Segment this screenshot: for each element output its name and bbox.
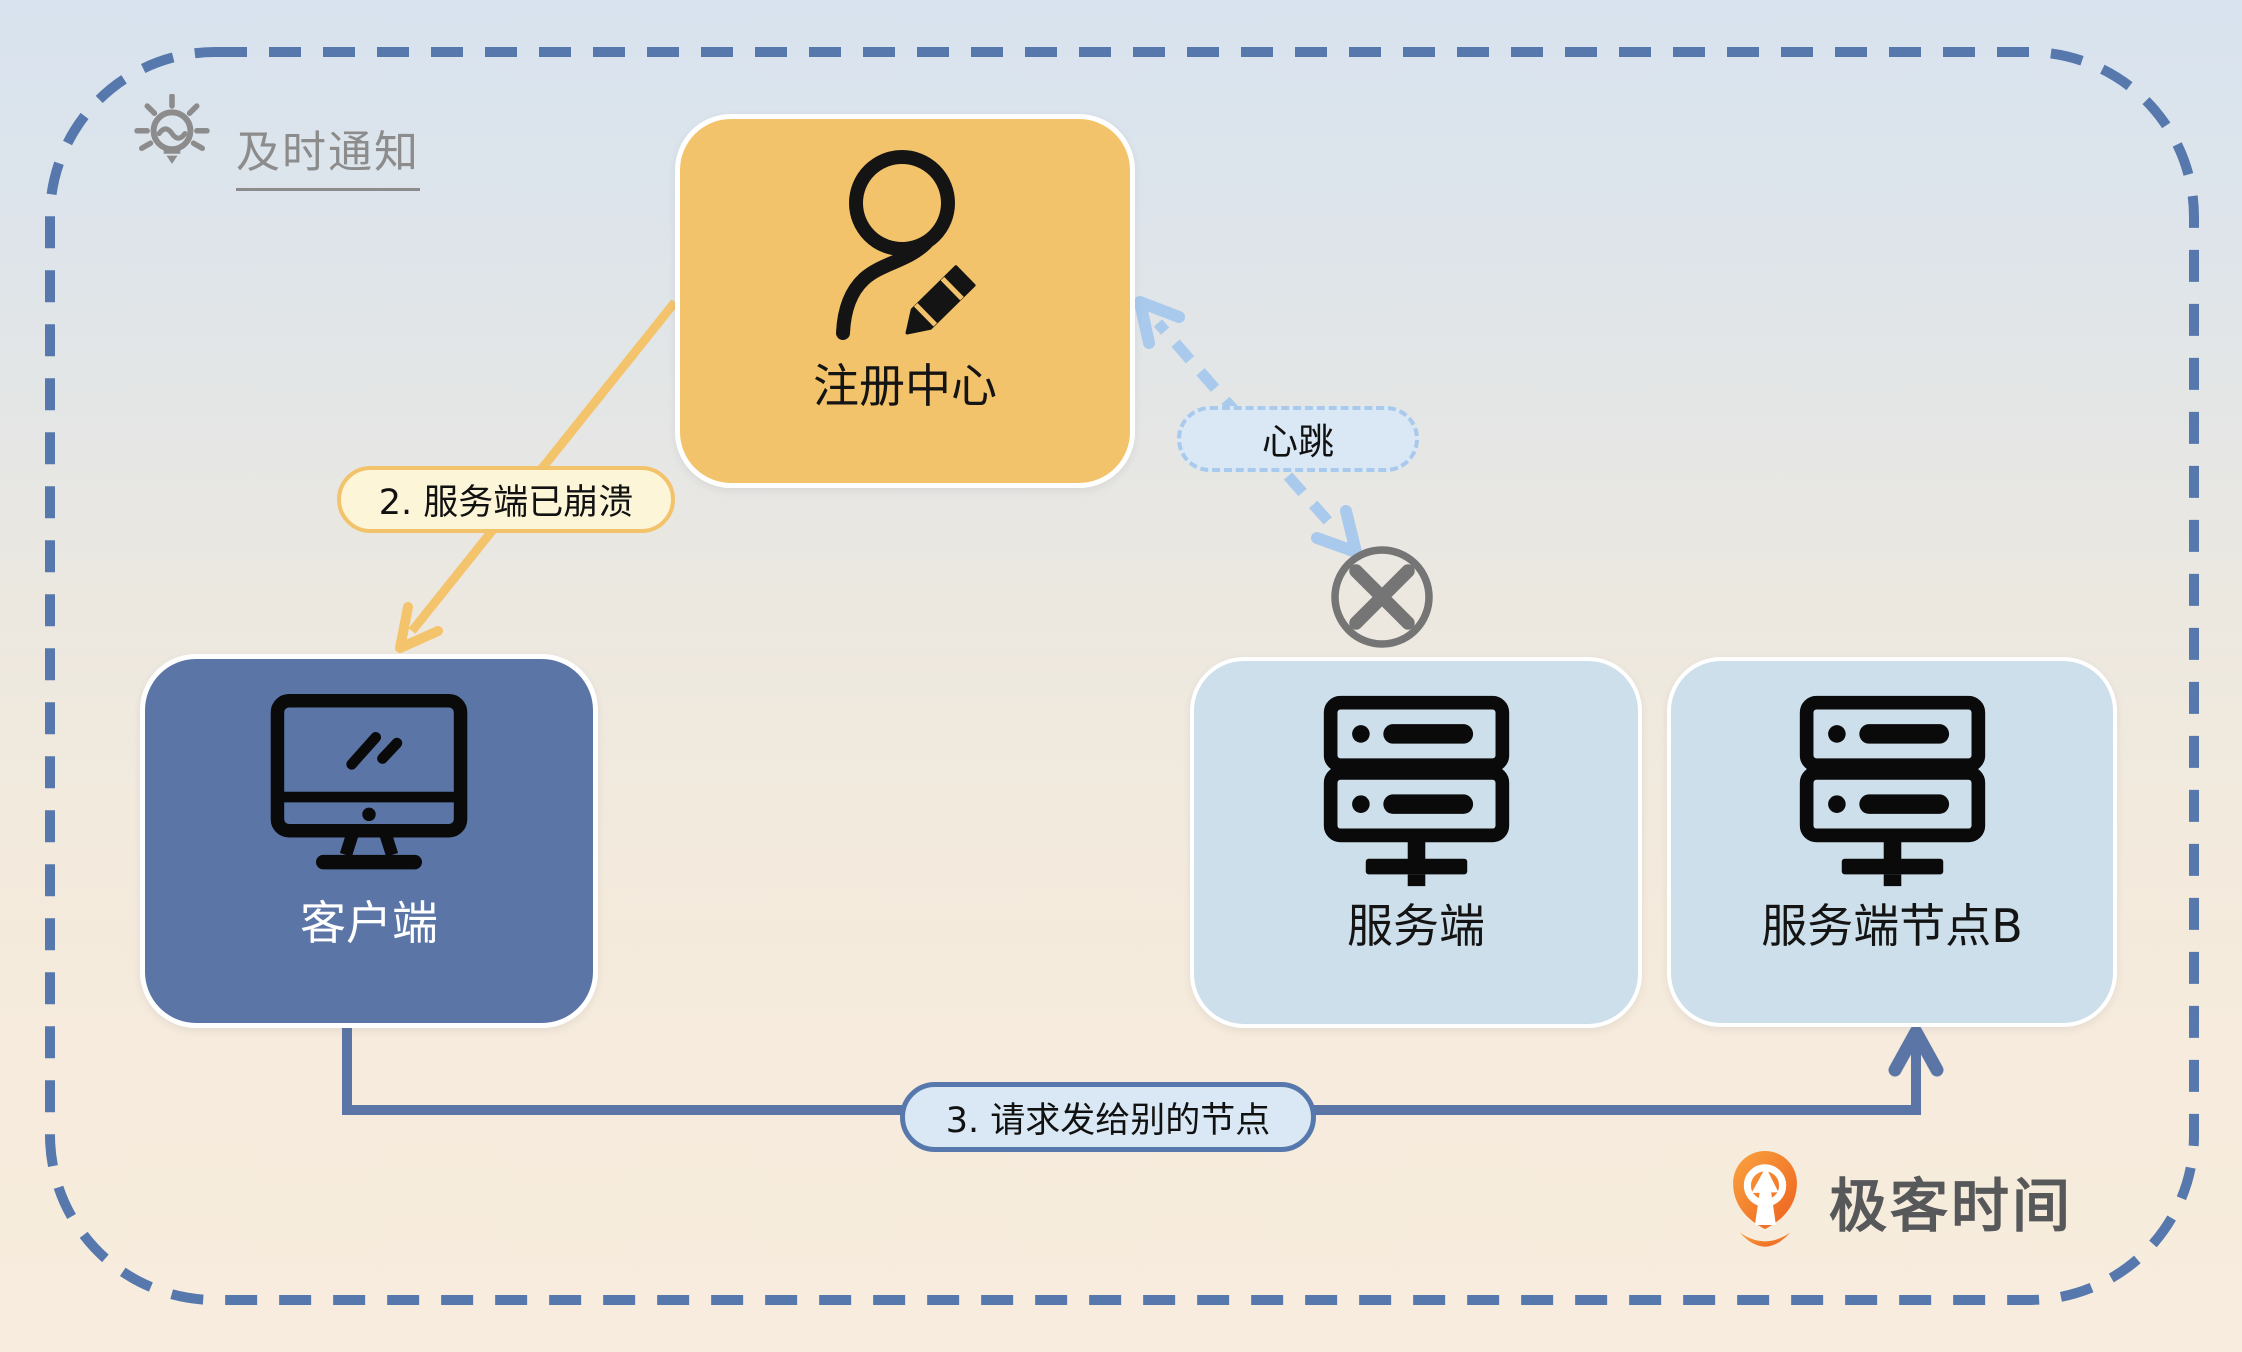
crash-label-pill: 2. 服务端已崩溃	[337, 466, 675, 533]
node-client-label: 客户端	[300, 896, 438, 950]
crash-label: 2. 服务端已崩溃	[378, 483, 634, 523]
node-registry-label: 注册中心	[813, 359, 997, 413]
node-server-b-label: 服务端节点B	[1761, 899, 2023, 953]
heartbeat-label-pill: 心跳	[1177, 406, 1419, 472]
geektime-logo-text: 极客时间	[1829, 1171, 2074, 1240]
reroute-label-pill: 3. 请求发给别的节点	[900, 1082, 1316, 1152]
node-registry: 注册中心	[675, 114, 1135, 488]
server-icon	[1785, 691, 2000, 895]
heartbeat-arrow-down	[1283, 472, 1362, 558]
node-server-label: 服务端	[1347, 899, 1485, 953]
heartbeat-label: 心跳	[1261, 422, 1334, 463]
hint-label: 及时通知	[236, 116, 420, 191]
reroute-label: 3. 请求发给别的节点	[945, 1100, 1271, 1141]
node-server-b: 服务端节点B	[1667, 657, 2117, 1027]
monitor-icon	[263, 689, 475, 886]
lightbulb-icon	[126, 93, 218, 190]
server-icon	[1309, 691, 1524, 895]
heartbeat-arrow-up	[1134, 296, 1245, 421]
hint-note: 及时通知	[126, 93, 420, 191]
node-server: 服务端	[1190, 657, 1642, 1028]
dashed-frame-border	[45, 47, 2199, 1305]
cross-circle-icon	[1331, 546, 1433, 648]
node-client: 客户端	[140, 654, 598, 1028]
user-edit-icon	[820, 145, 990, 345]
geektime-logo: 极客时间	[1723, 1146, 2073, 1255]
geektime-logo-icon	[1723, 1146, 1807, 1255]
